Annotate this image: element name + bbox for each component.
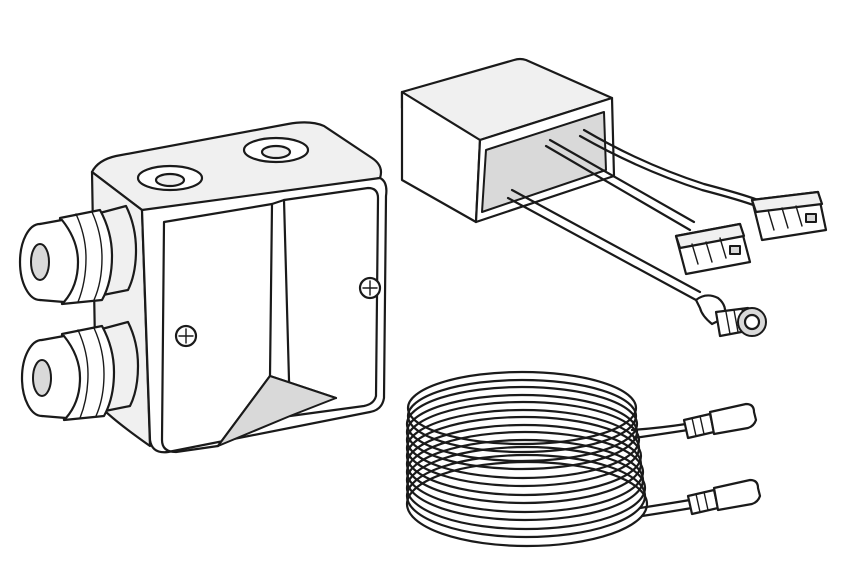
junction-box-icon: [18, 121, 388, 454]
cable-coil-icon: [405, 370, 762, 548]
power-supply-unit-icon: [400, 57, 828, 338]
